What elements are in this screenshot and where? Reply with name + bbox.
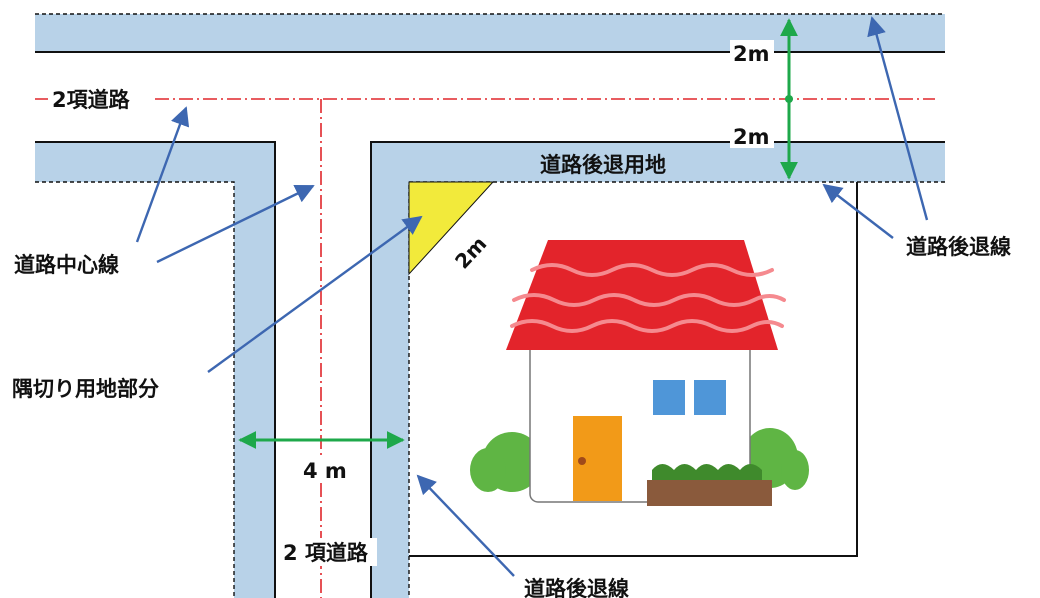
label-dim-top-upper: 2m — [733, 42, 770, 66]
house-icon — [470, 240, 809, 506]
label-setback-line-right: 道路後退線 — [906, 235, 1011, 259]
road-band-vertical-right — [371, 142, 409, 598]
labels: 2項道路 道路中心線 隅切り用地部分 道路後退用地 道路後退線 道路後退線 2 … — [12, 40, 1011, 598]
arrow-to-top-road-edge — [867, 16, 929, 221]
dimension-markers — [238, 18, 798, 449]
dimension-center-dot — [785, 95, 793, 103]
road-areas — [35, 14, 945, 598]
site-boundary — [409, 182, 858, 557]
label-dim-corner: 2m — [450, 232, 491, 274]
corner-cut-triangle — [408, 181, 495, 276]
label-dim-width: 4 m — [303, 459, 347, 483]
pointer-arrows — [135, 16, 929, 577]
label-dim-top-lower: 2m — [733, 125, 770, 149]
arrow-to-setback-right — [822, 183, 894, 239]
road-edges — [35, 13, 945, 598]
arrow-to-setback-bottom — [416, 474, 515, 577]
arrow-to-vertical-centerline — [156, 184, 315, 264]
label-road-bottom: 2 項道路 — [283, 541, 369, 565]
road-band-vertical-left — [234, 142, 275, 598]
label-setback-line-bottom: 道路後退線 — [524, 577, 629, 598]
label-road-top-left: 2項道路 — [52, 88, 131, 112]
road-band-middle-right — [371, 142, 945, 182]
arrow-to-top-centerline — [135, 106, 190, 243]
label-corner-cut-area: 隅切り用地部分 — [12, 377, 159, 401]
label-road-center-line: 道路中心線 — [14, 253, 119, 277]
arrow-to-corner-cut — [207, 215, 423, 373]
road-left-dashed-edge — [35, 181, 235, 598]
label-setback-area: 道路後退用地 — [540, 153, 666, 177]
road-band-top — [35, 14, 945, 52]
